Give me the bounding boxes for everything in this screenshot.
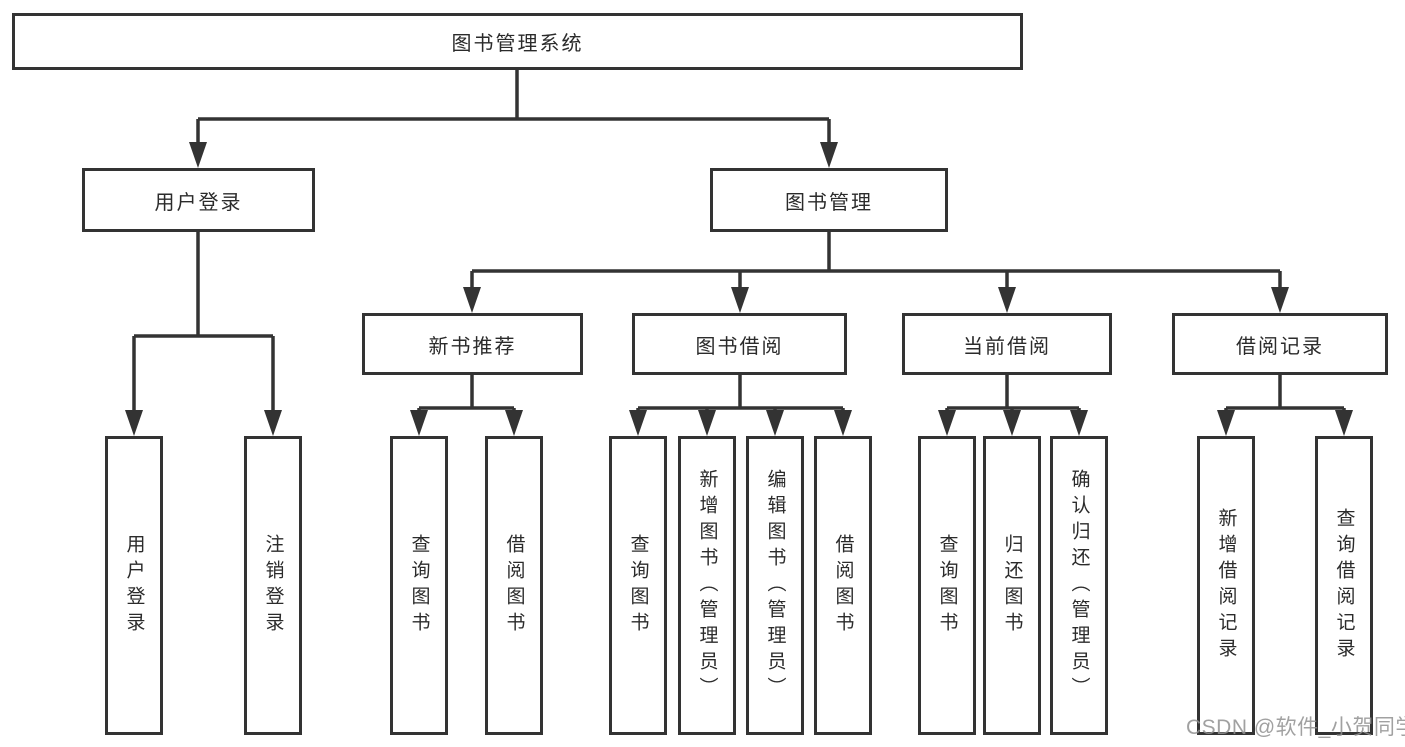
- leaf-add-books-admin: 新增图书（管理员）: [678, 436, 736, 735]
- leaf-add-books-admin-label: 新增图书（管理员）: [696, 468, 718, 703]
- leaf-user-login: 用户登录: [105, 436, 163, 735]
- node-user-login: 用户登录: [82, 168, 315, 232]
- node-current-borrowing: 当前借阅: [902, 313, 1112, 375]
- node-current-borrowing-label: 当前借阅: [963, 335, 1051, 358]
- leaf-logout: 注销登录: [244, 436, 302, 735]
- node-book-management: 图书管理: [710, 168, 948, 232]
- leaf-query-books-borrowing: 查询图书: [609, 436, 667, 735]
- csdn-watermark: CSDN @软件_小贺同学: [1186, 716, 1405, 739]
- leaf-return-books: 归还图书: [983, 436, 1041, 735]
- node-book-borrowing: 图书借阅: [632, 313, 847, 375]
- leaf-query-books-borrowing-label: 查询图书: [627, 533, 649, 638]
- arrow-down-icon: [505, 410, 523, 436]
- leaf-borrow-books-borrowing: 借阅图书: [814, 436, 872, 735]
- arrow-down-icon: [1070, 410, 1088, 436]
- arrow-down-icon: [938, 410, 956, 436]
- leaf-query-books-current: 查询图书: [918, 436, 976, 735]
- connector-new-book-split: [417, 375, 516, 421]
- leaf-logout-label: 注销登录: [262, 533, 284, 638]
- arrow-down-icon: [820, 142, 838, 168]
- leaf-confirm-return-admin-label: 确认归还（管理员）: [1068, 468, 1090, 703]
- arrow-down-icon: [731, 287, 749, 313]
- arrow-down-icon: [698, 410, 716, 436]
- leaf-edit-books-admin-label: 编辑图书（管理员）: [764, 468, 786, 703]
- node-library-system: 图书管理系统: [12, 13, 1023, 70]
- arrow-down-icon: [264, 410, 282, 436]
- connector-book-mgmt-split: [470, 232, 1282, 298]
- node-borrowing-records: 借阅记录: [1172, 313, 1388, 375]
- arrow-down-icon: [998, 287, 1016, 313]
- arrow-down-icon: [463, 287, 481, 313]
- arrow-down-icon: [1217, 410, 1235, 436]
- arrow-down-icon: [1003, 410, 1021, 436]
- connector-records-split: [1224, 375, 1346, 421]
- leaf-edit-books-admin: 编辑图书（管理员）: [746, 436, 804, 735]
- leaf-query-books-current-label: 查询图书: [936, 533, 958, 638]
- leaf-query-borrow-record: 查询借阅记录: [1315, 436, 1373, 735]
- arrow-down-icon: [629, 410, 647, 436]
- leaf-borrow-books-recommend-label: 借阅图书: [503, 533, 525, 638]
- node-library-system-label: 图书管理系统: [451, 33, 584, 55]
- leaf-return-books-label: 归还图书: [1001, 533, 1023, 638]
- connector-user-login-split: [132, 232, 275, 421]
- leaf-borrow-books-recommend: 借阅图书: [485, 436, 543, 735]
- arrow-down-icon: [1335, 410, 1353, 436]
- arrow-down-icon: [834, 410, 852, 436]
- leaf-add-borrow-record: 新增借阅记录: [1197, 436, 1255, 735]
- arrow-down-icon: [766, 410, 784, 436]
- node-new-book-recommend: 新书推荐: [362, 313, 583, 375]
- node-borrowing-records-label: 借阅记录: [1236, 335, 1324, 358]
- arrow-down-icon: [125, 410, 143, 436]
- node-book-management-label: 图书管理: [785, 191, 873, 214]
- leaf-query-books-recommend: 查询图书: [390, 436, 448, 735]
- leaf-user-login-label: 用户登录: [123, 533, 145, 638]
- leaf-query-books-recommend-label: 查询图书: [408, 533, 430, 638]
- connector-borrowing-split: [636, 375, 845, 421]
- leaf-confirm-return-admin: 确认归还（管理员）: [1050, 436, 1108, 735]
- leaf-borrow-books-borrowing-label: 借阅图书: [832, 533, 854, 638]
- arrow-down-icon: [1271, 287, 1289, 313]
- leaf-query-borrow-record-label: 查询借阅记录: [1333, 507, 1355, 664]
- node-book-borrowing-label: 图书借阅: [695, 335, 784, 358]
- arrow-down-icon: [410, 410, 428, 436]
- node-user-login-label: 用户登录: [154, 191, 243, 214]
- connector-root-split: [196, 70, 831, 153]
- arrow-down-icon: [189, 142, 207, 168]
- leaf-add-borrow-record-label: 新增借阅记录: [1215, 507, 1237, 664]
- node-new-book-recommend-label: 新书推荐: [428, 335, 517, 358]
